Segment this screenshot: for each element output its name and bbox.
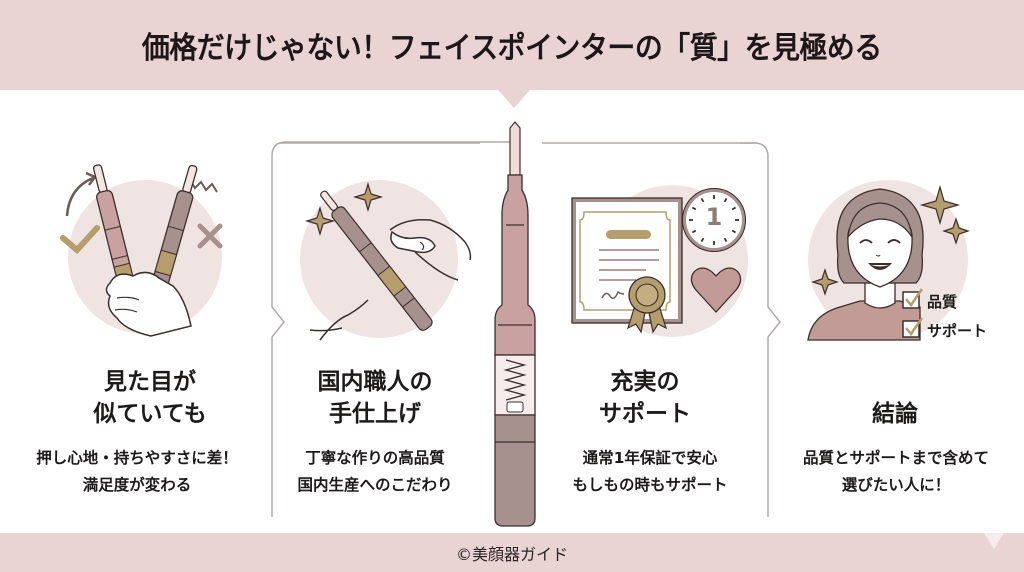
ribbon-badge-icon	[627, 276, 667, 334]
clock-number: 1	[705, 203, 723, 231]
top-left-bracket-line	[280, 142, 480, 144]
hand-icon	[389, 218, 472, 261]
desc-line: 品質とサポートまで含めて	[802, 449, 989, 467]
sparkle-icon	[919, 184, 961, 226]
panel-heading: 見た目が 似ていても	[40, 366, 260, 430]
panel-description: 通常1年保証で安心 もしもの時もサポート	[550, 445, 750, 499]
curved-arrow-icon	[65, 176, 94, 217]
heading-line: 似ていても	[93, 401, 207, 427]
footer-notch	[984, 533, 1004, 549]
sparkle-icon	[811, 268, 839, 296]
footer-banner: ©美顔器ガイド	[0, 533, 1024, 572]
desc-line: 満足度が変わる	[82, 476, 192, 494]
sparkle-icon	[942, 217, 970, 245]
header-pointer	[498, 90, 530, 108]
certificate-icon	[571, 197, 683, 324]
header-banner: 価格だけじゃない！フェイスポインターの「質」を見極める	[0, 0, 1024, 90]
panel-description: 丁寧な作りの高品質 国内生産へのこだわり	[270, 445, 480, 499]
hand-icon	[105, 271, 192, 337]
pen-gray-icon	[148, 164, 198, 300]
heading-line: 結論	[872, 401, 918, 427]
support-illustration	[571, 188, 746, 334]
panel-description: 品質とサポートまで含めて 選びたい人に！	[778, 445, 1014, 499]
checkbox-icon	[902, 317, 924, 338]
right-bracket	[740, 142, 781, 517]
pen-icon	[320, 190, 433, 331]
smiling-woman-icon	[807, 184, 970, 341]
cross-icon	[197, 223, 223, 249]
copyright-text: ©美顔器ガイド	[455, 544, 568, 564]
left-bracket	[271, 141, 512, 517]
checklist-item-support: サポート	[927, 322, 988, 340]
heading-line: 見た目が	[104, 369, 196, 395]
face-pointer-pen-icon	[494, 121, 536, 527]
desc-line: 押し心地・持ちやすさに差！	[36, 449, 238, 467]
zigzag-icon	[189, 179, 218, 193]
hand-icon	[319, 299, 369, 341]
checkbox-icon	[902, 288, 924, 309]
heading-line: 充実の	[610, 369, 680, 395]
craft-illustration	[304, 181, 472, 341]
heading-line: 手仕上げ	[329, 401, 421, 427]
desc-line: 国内生産へのこだわり	[297, 476, 453, 494]
checklist-item-quality: 品質	[927, 293, 958, 311]
heading-line: サポート	[599, 401, 691, 427]
desc-line: 丁寧な作りの高品質	[305, 449, 445, 467]
clock-icon	[682, 188, 746, 252]
heading-line: 国内職人の	[317, 369, 433, 395]
two-pens-hand-illustration	[60, 164, 223, 337]
panel-heading: 結論	[800, 398, 990, 430]
top-right-bracket-line	[542, 142, 757, 144]
page-title: 価格だけじゃない！フェイスポインターの「質」を見極める	[142, 31, 882, 66]
sparkle-icon	[352, 181, 384, 213]
desc-line: もしもの時もサポート	[572, 476, 728, 494]
panel-description: 押し心地・持ちやすさに差！ 満足度が変わる	[12, 445, 262, 499]
desc-line: 選びたい人に！	[841, 476, 951, 494]
panel-heading: 充実の サポート	[555, 366, 735, 430]
panel-heading: 国内職人の 手仕上げ	[270, 366, 480, 430]
sparkle-icon	[304, 205, 336, 237]
check-icon	[60, 225, 100, 255]
desc-line: 通常1年保証で安心	[582, 449, 718, 467]
heart-icon	[690, 267, 742, 313]
